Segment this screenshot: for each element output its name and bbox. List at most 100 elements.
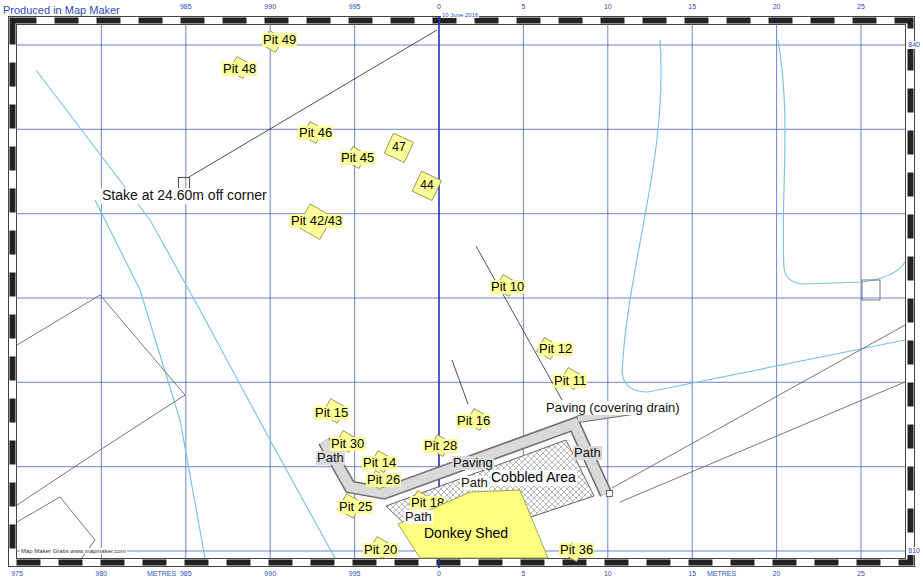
grid-line bbox=[16, 129, 905, 130]
pit-marker: Pit 42/43 bbox=[290, 203, 343, 240]
pit-label: Pit 20 bbox=[363, 543, 398, 557]
grid-line bbox=[776, 24, 777, 558]
pit-marker: Pit 28 bbox=[423, 434, 458, 457]
pit-marker: Pit 45 bbox=[340, 146, 375, 169]
stake-marker bbox=[179, 178, 190, 189]
watermark: Map Maker Gratis www.mapmaker.com bbox=[20, 548, 127, 555]
pit-marker: Pit 12 bbox=[536, 337, 573, 360]
pit-marker: Pit 36 bbox=[559, 542, 594, 562]
inner-frame bbox=[17, 25, 906, 559]
feature-label: Path bbox=[404, 510, 433, 524]
grid-line bbox=[270, 24, 271, 558]
pit-marker: Pit 49 bbox=[261, 30, 297, 53]
grid-line bbox=[101, 24, 102, 558]
date-stamp: 10 June 2016 bbox=[441, 12, 479, 19]
pit-label: Pit 36 bbox=[559, 543, 594, 557]
feature-label: Paving bbox=[452, 456, 494, 470]
axis-number: 25 bbox=[856, 570, 866, 578]
annotation: Stake at 24.60m off corner bbox=[101, 188, 268, 203]
feature-label: Path bbox=[573, 446, 602, 460]
axis-number: 985 bbox=[180, 3, 192, 11]
pond-outline bbox=[778, 40, 905, 284]
pit-marker: Pit 16 bbox=[456, 408, 491, 431]
pit-label: 44 bbox=[420, 179, 433, 192]
survey-line bbox=[189, 30, 437, 177]
grid-coordinate: 840 bbox=[907, 41, 921, 49]
axis-number: 990 bbox=[264, 3, 276, 11]
axis-number: 25 bbox=[857, 3, 865, 11]
pit-marker: Pit 15 bbox=[314, 398, 349, 424]
water-lines bbox=[36, 40, 905, 558]
grid-line bbox=[607, 24, 608, 558]
grid-line bbox=[185, 24, 186, 558]
axis-number: 10 bbox=[603, 570, 613, 578]
axis-number: 20 bbox=[772, 570, 782, 578]
scale-unit: METRES bbox=[706, 570, 737, 578]
grid-line bbox=[692, 24, 693, 558]
area-label: Donkey Shed bbox=[424, 526, 508, 541]
pit-label: Pit 26 bbox=[366, 473, 401, 487]
feature-label: Paving (covering drain) bbox=[545, 401, 681, 415]
area-shape bbox=[398, 490, 548, 558]
survey-line bbox=[476, 246, 562, 400]
axis-number: 15 bbox=[687, 570, 697, 578]
grid-line bbox=[16, 45, 905, 46]
pit-marker: Pit 20 bbox=[363, 536, 398, 559]
pit-marker: Pit 26 bbox=[366, 470, 401, 490]
axis-number: 980 bbox=[95, 570, 109, 578]
pit-square-shape bbox=[412, 171, 441, 200]
pit-label: Pit 25 bbox=[338, 500, 373, 514]
axis-number: 15 bbox=[688, 3, 696, 11]
pit-marker: Pit 14 bbox=[362, 450, 397, 473]
pit-label: Pit 14 bbox=[362, 456, 397, 470]
pit-label: Pit 10 bbox=[490, 280, 525, 294]
grid-coordinate: 810 bbox=[907, 547, 921, 555]
pit-label: Pit 11 bbox=[553, 374, 587, 388]
axis-number: 995 bbox=[348, 570, 362, 578]
axis-number: 5 bbox=[521, 3, 525, 11]
pit-marker: Pit 46 bbox=[298, 121, 333, 144]
survey-lines bbox=[179, 30, 563, 404]
pit-label: Pit 28 bbox=[423, 439, 458, 453]
pit-label: Pit 46 bbox=[298, 126, 333, 140]
outer-frame bbox=[9, 17, 915, 567]
grid-line bbox=[861, 24, 862, 558]
axis-number: 0 bbox=[436, 570, 442, 578]
axis-number: 5 bbox=[520, 570, 526, 578]
axis-number: 975 bbox=[10, 570, 24, 578]
pit-label: Pit 49 bbox=[262, 33, 297, 47]
pit-label: Pit 15 bbox=[314, 406, 349, 420]
grid-line bbox=[16, 213, 905, 214]
pit-label: Pit 45 bbox=[340, 151, 375, 165]
pit-label: 47 bbox=[392, 141, 405, 154]
survey-line bbox=[452, 360, 468, 404]
boundary-line bbox=[17, 295, 185, 505]
feature-label: Path bbox=[316, 451, 345, 465]
boundaries bbox=[17, 280, 905, 558]
pit-marker: Pit 25 bbox=[337, 493, 373, 519]
pit-marker: 47 bbox=[383, 132, 415, 164]
axis-number: 990 bbox=[263, 570, 277, 578]
pit-label: Pit 30 bbox=[330, 437, 365, 451]
pit-label: Pit 42/43 bbox=[290, 214, 343, 228]
pond-outline bbox=[622, 40, 905, 392]
axis-number: 20 bbox=[773, 3, 781, 11]
feature-label: Path bbox=[460, 476, 489, 490]
pit-marker: Pit 10 bbox=[490, 274, 525, 297]
zero-meridian bbox=[438, 16, 440, 568]
scale-unit: METRES bbox=[146, 570, 177, 578]
grid bbox=[16, 24, 905, 558]
axis-number: 985 bbox=[179, 570, 193, 578]
grid-line bbox=[16, 298, 905, 299]
axis-number: 10 bbox=[604, 3, 612, 11]
axis-number: 995 bbox=[349, 3, 361, 11]
frame bbox=[9, 17, 915, 567]
area-label: Cobbled Area bbox=[490, 470, 577, 485]
stream-line bbox=[36, 70, 335, 558]
pit-label: Pit 16 bbox=[456, 414, 491, 428]
stream-line bbox=[95, 200, 205, 558]
pit-marker: Pit 11 bbox=[553, 367, 587, 390]
pit-marker: 44 bbox=[411, 170, 443, 202]
